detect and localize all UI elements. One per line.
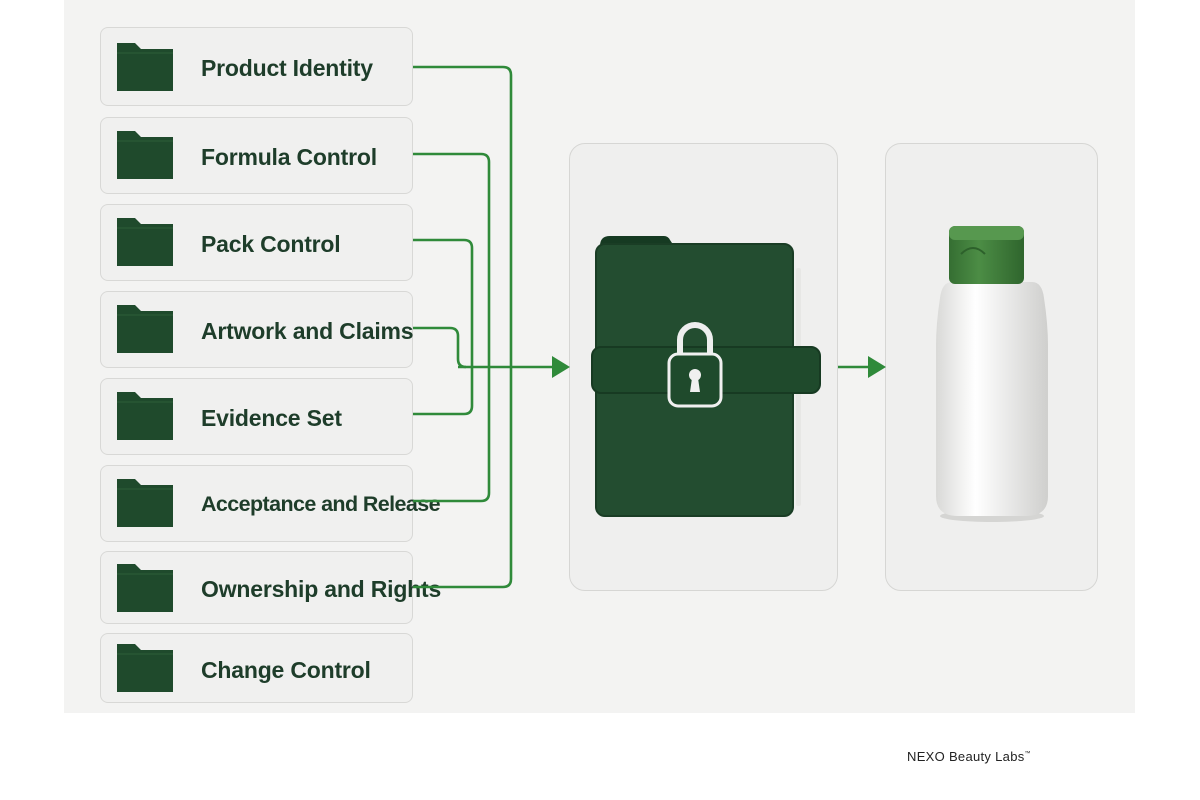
- brand-footer: NEXO Beauty Labs™: [907, 749, 1031, 764]
- card-label: Evidence Set: [201, 405, 342, 431]
- folder-icon: [117, 564, 173, 612]
- card-label: Pack Control: [201, 231, 341, 257]
- card-artwork-and-claims: Artwork and Claims: [100, 291, 414, 368]
- card-change-control: Change Control: [100, 633, 413, 703]
- card-acceptance-and-release: Acceptance and Release: [100, 465, 441, 542]
- card-label: Product Identity: [201, 55, 373, 81]
- brand-name: NEXO Beauty Labs: [907, 749, 1025, 764]
- card-label: Change Control: [201, 657, 371, 683]
- folder-icon: [117, 43, 173, 91]
- card-label: Artwork and Claims: [201, 318, 414, 344]
- card-evidence-set: Evidence Set: [100, 378, 413, 455]
- card-pack-control: Pack Control: [100, 204, 413, 281]
- folder-icon: [117, 218, 173, 266]
- card-formula-control: Formula Control: [100, 117, 413, 194]
- folder-icon: [117, 131, 173, 179]
- card-label: Ownership and Rights: [201, 576, 442, 602]
- card-label: Formula Control: [201, 144, 377, 170]
- folder-icon: [117, 479, 173, 527]
- bottle-icon: [936, 226, 1048, 522]
- trademark-mark: ™: [1024, 751, 1031, 757]
- locked-binder-icon: [591, 236, 821, 517]
- folder-icon: [117, 392, 173, 440]
- folder-icon: [117, 644, 173, 692]
- card-product-identity: Product Identity: [100, 27, 413, 106]
- binder-panel: [569, 143, 838, 591]
- product-panel: [885, 143, 1098, 591]
- card-ownership-and-rights: Ownership and Rights: [100, 551, 442, 624]
- folder-icon: [117, 305, 173, 353]
- card-label: Acceptance and Release: [201, 492, 441, 516]
